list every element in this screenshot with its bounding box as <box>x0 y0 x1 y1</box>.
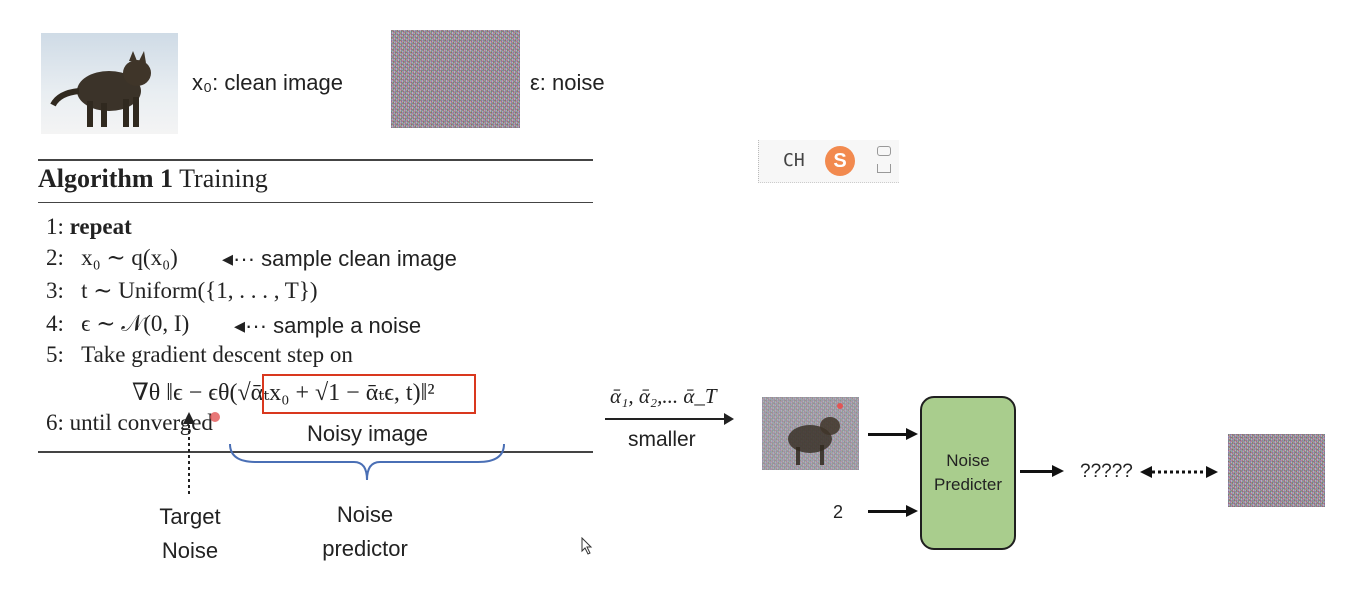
algorithm-title-rule <box>38 202 593 203</box>
noisy-cat-image <box>762 397 859 470</box>
algorithm-loss-formula: ∇θ ‖ϵ − ϵθ(√ᾱₜx₀ + √1 − ᾱₜϵ, t)‖² <box>132 380 435 406</box>
algorithm-title: Algorithm 1 Training <box>38 164 268 193</box>
clean-image-caption: x₀: clean image <box>192 70 343 95</box>
algorithm-line-1: 1: repeat <box>46 214 132 239</box>
ime-toolbar[interactable]: CH S <box>758 140 899 183</box>
noisy-image-highlight-box <box>262 374 476 414</box>
ime-language-indicator[interactable]: CH <box>783 150 805 171</box>
algorithm-line-5: 5: Take gradient descent step on <box>46 342 353 367</box>
noise-image <box>391 30 520 128</box>
mouse-pointer-icon <box>581 537 593 555</box>
predicted-output-label: ????? <box>1080 461 1133 482</box>
step-to-predicter-arrow <box>868 510 910 513</box>
cat-clean-image <box>41 33 178 134</box>
dotted-arrow-left-icon: ◂··· <box>222 246 256 271</box>
arrow-head-icon <box>1052 465 1064 477</box>
noise-predicter-box: Noise Predicter <box>920 396 1016 550</box>
noisy-image-label: Noisy image <box>307 421 429 446</box>
step-input-label: 2 <box>833 502 844 522</box>
smaller-label: smaller <box>628 428 696 451</box>
sample-noise-annotation: ◂··· sample a noise <box>234 313 422 338</box>
red-cursor-dot <box>210 412 220 422</box>
image-to-predicter-arrow <box>868 433 910 436</box>
arrow-head-icon <box>906 505 918 517</box>
alpha-arrow-head-icon <box>724 413 734 425</box>
predicter-to-output-arrow <box>1020 470 1056 473</box>
target-noise-dotted-arrow-icon <box>183 412 195 494</box>
dotted-double-arrow-icon <box>1140 466 1218 478</box>
noise-caption: ε: noise <box>530 70 605 95</box>
noise-predictor-label: Noise predictor <box>322 502 408 561</box>
noise-predictor-brace <box>229 443 505 481</box>
algorithm-line-2: 2: x₀ ∼ q(x₀) <box>46 245 178 270</box>
alpha-arrow-line <box>605 418 727 420</box>
sogou-logo-icon[interactable]: S <box>825 146 855 176</box>
algorithm-line-3: 3: t ∼ Uniform({1, . . . , T}) <box>46 278 318 303</box>
target-noise-image <box>1228 434 1325 507</box>
algorithm-top-rule <box>38 159 593 161</box>
alpha-bar-label: ᾱ₁, ᾱ₂,... ᾱ_T <box>610 384 717 408</box>
target-noise-label: Target Noise <box>159 504 221 563</box>
algorithm-line-4: 4: ϵ ∼ 𝒩(0, I) <box>46 311 190 336</box>
dotted-arrow-left-icon: ◂··· <box>234 313 268 338</box>
arrow-head-icon <box>906 428 918 440</box>
ime-menu-icon[interactable] <box>877 146 891 174</box>
sample-clean-annotation: ◂··· sample clean image <box>222 246 457 271</box>
algorithm-bottom-rule <box>38 451 593 453</box>
